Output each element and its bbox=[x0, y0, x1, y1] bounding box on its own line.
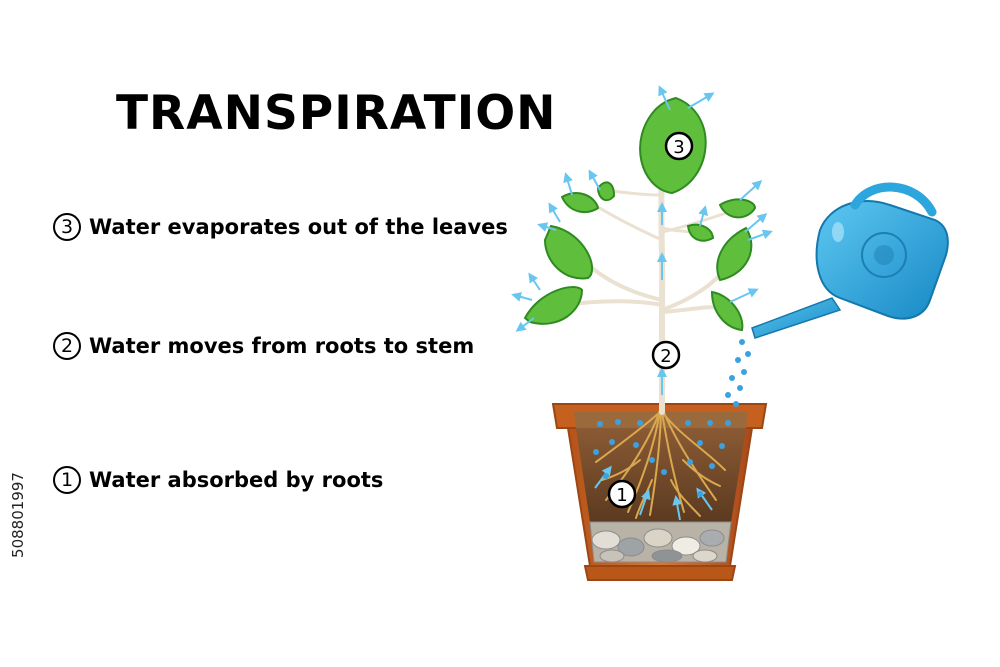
arrow-icon bbox=[515, 317, 535, 332]
leaf-icon bbox=[523, 286, 584, 325]
arrow-icon bbox=[548, 202, 561, 223]
water-drop-icon bbox=[661, 469, 667, 475]
water-drop-icon bbox=[609, 439, 615, 445]
marker-roots: 1 bbox=[607, 479, 637, 509]
water-drop-icon bbox=[603, 473, 609, 479]
leaf-icon bbox=[718, 198, 757, 219]
arrow-icon bbox=[588, 169, 601, 191]
step-1-number: 1 bbox=[53, 466, 81, 494]
water-drop-icon bbox=[745, 351, 751, 357]
water-drop-icon bbox=[707, 420, 713, 426]
water-drop-icon bbox=[637, 420, 643, 426]
marker-stem-number: 2 bbox=[660, 346, 671, 367]
leaf-icon bbox=[710, 290, 744, 332]
step-1: 1 Water absorbed by roots bbox=[53, 466, 383, 494]
water-drop-icon bbox=[687, 459, 693, 465]
water-drop-icon bbox=[649, 457, 655, 463]
water-drop-icon bbox=[709, 463, 715, 469]
water-drop-icon bbox=[719, 443, 725, 449]
diagram-title: TRANSPIRATION bbox=[116, 86, 557, 141]
water-drop-icon bbox=[597, 421, 603, 427]
step-3-label: Water evaporates out of the leaves bbox=[89, 215, 508, 239]
water-drop-icon bbox=[685, 420, 691, 426]
arrow-icon bbox=[687, 92, 715, 109]
water-drop-icon bbox=[697, 440, 703, 446]
leaf-icon bbox=[596, 181, 616, 202]
water-drop-icon bbox=[739, 339, 745, 345]
arrow-icon bbox=[594, 465, 612, 489]
watering-can-icon bbox=[751, 182, 949, 339]
step-2: 2 Water moves from roots to stem bbox=[53, 332, 474, 360]
pebbles bbox=[589, 521, 732, 563]
water-drop-icon bbox=[733, 401, 739, 407]
leaf-icon bbox=[543, 224, 594, 280]
arrow-icon bbox=[744, 213, 768, 233]
marker-stem: 2 bbox=[651, 340, 681, 370]
water-drop-icon bbox=[725, 392, 731, 398]
step-3-number: 3 bbox=[53, 213, 81, 241]
arrow-icon bbox=[511, 292, 533, 302]
arrow-icon bbox=[639, 489, 651, 516]
step-3: 3 Water evaporates out of the leaves bbox=[53, 213, 508, 241]
arrow-icon bbox=[658, 85, 671, 111]
water-drop-icon bbox=[633, 442, 639, 448]
leaves bbox=[523, 96, 757, 332]
arrow-icon bbox=[672, 495, 683, 521]
step-2-label: Water moves from roots to stem bbox=[89, 334, 475, 358]
water-drop-icon bbox=[725, 420, 731, 426]
marker-leaf-number: 3 bbox=[673, 137, 684, 158]
arrow-icon bbox=[729, 288, 759, 303]
water-drop-icon bbox=[737, 385, 743, 391]
leaf-icon bbox=[560, 192, 600, 214]
water-drop-icon bbox=[741, 369, 747, 375]
step-2-number: 2 bbox=[53, 332, 81, 360]
water-drop-icon bbox=[735, 357, 741, 363]
step-1-label: Water absorbed by roots bbox=[89, 468, 384, 492]
water-drop-icon bbox=[593, 449, 599, 455]
arrow-icon bbox=[563, 172, 573, 196]
marker-roots-number: 1 bbox=[616, 485, 627, 506]
arrow-icon bbox=[739, 179, 763, 201]
water-drop-icon bbox=[615, 419, 621, 425]
arrow-icon bbox=[537, 222, 557, 232]
water-drop-icon bbox=[729, 375, 735, 381]
arrow-icon bbox=[528, 272, 541, 291]
water-drop-icon bbox=[697, 491, 703, 497]
arrow-icon bbox=[698, 205, 708, 227]
leaf-icon bbox=[686, 223, 715, 242]
leaf-icon bbox=[716, 226, 753, 282]
arrow-icon bbox=[747, 229, 773, 241]
marker-leaf: 3 bbox=[664, 131, 694, 161]
